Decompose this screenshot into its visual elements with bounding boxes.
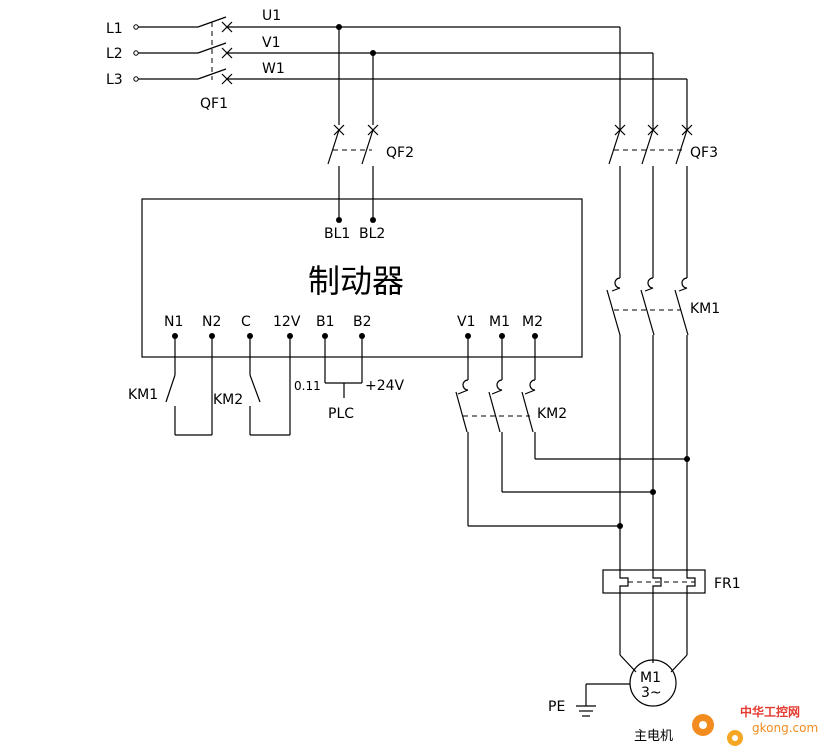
terminal-v1: V1: [457, 314, 475, 330]
label-qf3: QF3: [690, 145, 718, 161]
motor-label-phase: 3~: [641, 685, 662, 701]
motor-caption: 主电机: [634, 729, 673, 744]
label-plc-011: 0.11: [294, 379, 321, 393]
contactor-km1: KM1: [606, 277, 720, 570]
label-bl2: BL2: [359, 226, 385, 242]
terminal-b1: B1: [316, 314, 335, 330]
terminal-l3: [133, 76, 139, 82]
watermark-text: 中华工控网: [740, 704, 800, 719]
breaker-qf2: QF2: [327, 27, 414, 223]
label-fr1: FR1: [714, 576, 741, 592]
gear-icon: [692, 714, 743, 746]
label-qf2: QF2: [386, 145, 414, 161]
breaker-qf1: QF1: [197, 16, 233, 112]
label-qf1: QF1: [200, 96, 228, 112]
label-km2-ctrl: KM2: [213, 392, 243, 408]
label-l1: L1: [106, 21, 123, 37]
label-v1: V1: [262, 35, 280, 51]
terminal-l2: [133, 50, 139, 56]
terminal-12v: 12V: [273, 314, 301, 330]
terminal-b2: B2: [353, 314, 372, 330]
label-w1: W1: [262, 61, 285, 77]
label-plc: PLC: [328, 406, 354, 422]
motor-m1: M1 3~ PE 主电机: [548, 654, 688, 744]
main-bus: U1 V1 W1: [227, 8, 688, 120]
label-l3: L3: [106, 72, 123, 88]
terminal-c: C: [241, 314, 251, 330]
supply-inputs: L1 L2 L3: [106, 21, 198, 88]
label-plc-24v: +24V: [365, 378, 405, 394]
terminal-m2: M2: [522, 314, 543, 330]
label-km1-main: KM1: [690, 301, 720, 317]
contactor-km2: KM2: [455, 336, 690, 529]
label-l2: L2: [106, 46, 123, 62]
label-km2-main: KM2: [537, 406, 567, 422]
label-pe: PE: [548, 699, 565, 715]
watermark-url: gkong.com: [752, 721, 818, 735]
brake-unit: BL1 BL2 制动器 N1 N2 C 12V B1 B2 V1 M1 M2: [141, 198, 583, 358]
label-u1: U1: [262, 8, 281, 24]
motor-symbol: [629, 659, 677, 707]
label-km1-ctrl: KM1: [128, 387, 158, 403]
motor-label-m1: M1: [640, 670, 661, 686]
terminal-n2: N2: [202, 314, 221, 330]
breaker-qf3: QF3: [608, 120, 718, 278]
brake-unit-title: 制动器: [308, 262, 404, 300]
terminal-n1: N1: [164, 314, 183, 330]
watermark-logo: 中华工控网 gkong.com: [692, 704, 818, 746]
thermal-relay-fr1: FR1: [602, 569, 741, 663]
label-bl1: BL1: [324, 226, 350, 242]
control-contacts: KM1 KM2 0.11 +24V PLC: [128, 336, 405, 436]
terminal-l1: [133, 24, 139, 30]
terminal-m1: M1: [489, 314, 510, 330]
